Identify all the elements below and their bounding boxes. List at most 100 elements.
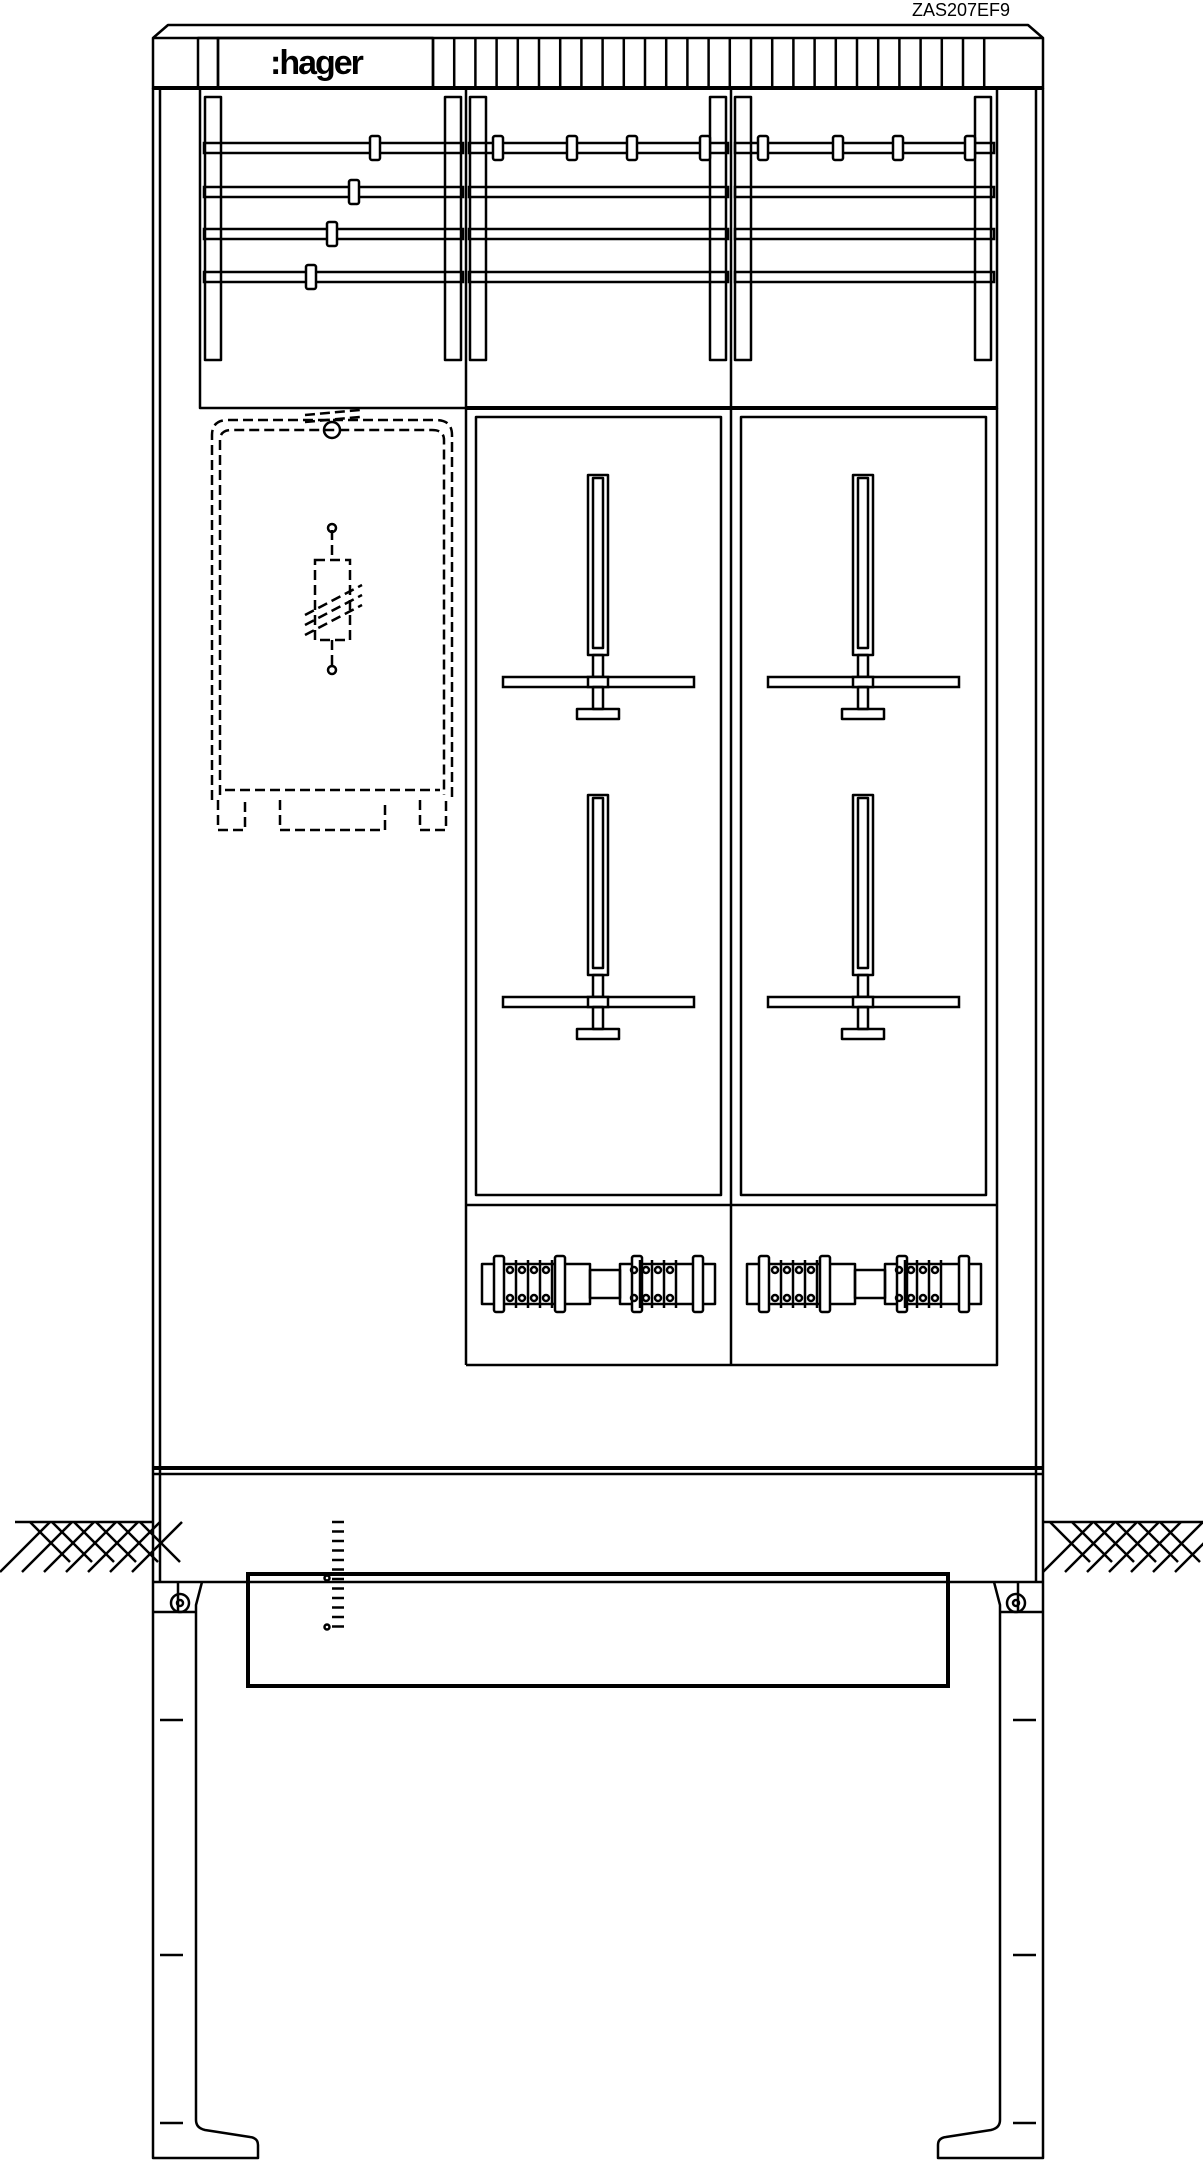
terminal-screw-icon: [629, 1265, 639, 1275]
hatch-line: [87, 1521, 139, 1573]
meter-hub: [586, 995, 610, 1009]
busbar-clamp: [963, 134, 977, 162]
meter-stem: [591, 685, 605, 711]
fuse-terminal-icon: [326, 522, 338, 534]
busbar-frame: [198, 88, 999, 410]
busbar-section: [198, 88, 999, 1365]
meter-stem: [856, 1005, 870, 1031]
hatch-line: [1071, 1521, 1113, 1563]
meter-hub: [586, 675, 610, 689]
module-inner: [218, 428, 446, 795]
hatch-line: [139, 1521, 181, 1563]
hatch-line: [1174, 1542, 1203, 1573]
busbar: [202, 141, 465, 155]
terminal-screw-icon: [906, 1265, 916, 1275]
article-number-label: ZAS207EF9: [912, 0, 1011, 20]
meter-rail-inner: [591, 476, 605, 650]
terminal-end-clamp: [553, 1254, 567, 1314]
meter-stem: [856, 653, 870, 679]
hatch-line: [1049, 1521, 1091, 1563]
hatch-line: [1064, 1521, 1116, 1573]
busbar: [733, 227, 996, 241]
terminal-section: [466, 408, 999, 1367]
hatch-line: [1086, 1521, 1138, 1573]
module-outline: [210, 418, 454, 800]
terminal-screw-icon: [806, 1265, 816, 1275]
terminal-screw-icon: [906, 1293, 916, 1303]
meter-foot: [575, 707, 621, 721]
meter-rail: [586, 473, 610, 657]
terminal-screw-icon: [794, 1293, 804, 1303]
hatch-line: [109, 1521, 161, 1573]
terminal-screw-icon: [930, 1265, 940, 1275]
hatch-line: [21, 1521, 73, 1573]
busbar-clamp: [491, 134, 505, 162]
hatch-line: [131, 1521, 183, 1573]
terminal-screw-icon: [770, 1265, 780, 1275]
terminal-screw-icon: [641, 1265, 651, 1275]
terminal-screw-icon: [517, 1293, 527, 1303]
cap-ribs: [431, 38, 986, 88]
terminal-end-clamp: [818, 1254, 832, 1314]
meter-stem: [591, 653, 605, 679]
hatch-line: [117, 1521, 159, 1563]
hatch-line: [65, 1521, 117, 1573]
terminal-end-clamp: [757, 1254, 771, 1314]
left-leg: [151, 1581, 260, 2160]
meter-stem: [591, 973, 605, 999]
busbar-clamp: [625, 134, 639, 162]
terminal-screw-icon: [629, 1293, 639, 1303]
terminal-screw-icon: [782, 1265, 792, 1275]
busbar-post: [708, 95, 728, 362]
main-fuse-module: [210, 408, 454, 832]
meter-rail-inner: [856, 476, 870, 650]
meter-stem: [591, 1005, 605, 1031]
terminal-screw-icon: [782, 1293, 792, 1303]
terminal-screw-icon: [794, 1265, 804, 1275]
terminal-screw-icon: [894, 1265, 904, 1275]
hatch-line: [73, 1521, 115, 1563]
terminal-end-clamp: [957, 1254, 971, 1314]
fuse-terminal-icon: [326, 664, 338, 676]
hatch-line: [0, 1521, 51, 1573]
busbar-clamp: [565, 134, 579, 162]
terminal-screw-icon: [918, 1293, 928, 1303]
meter-panels: [474, 415, 988, 1197]
busbar: [202, 185, 465, 199]
meter-stem: [856, 685, 870, 711]
terminal-screw-icon: [806, 1293, 816, 1303]
busbar-clamp: [698, 134, 712, 162]
bridge-bar: [853, 1268, 887, 1300]
terminal-screw-icon: [653, 1265, 663, 1275]
scale-dot: [323, 1574, 331, 1582]
meter-foot: [575, 1027, 621, 1041]
terminal-screw-icon: [529, 1293, 539, 1303]
terminal-screw-icon: [665, 1265, 675, 1275]
hatch-line: [1130, 1521, 1182, 1573]
cabinet-body: [151, 88, 1045, 1584]
terminal-screw-icon: [505, 1293, 515, 1303]
terminal-screw-icon: [529, 1265, 539, 1275]
leg-marks: [160, 1718, 1036, 2125]
module-feet: [216, 800, 448, 832]
hatch-line: [95, 1521, 137, 1563]
terminal-screw-icon: [517, 1265, 527, 1275]
cable-entry-plate: [246, 1572, 950, 1688]
hatch-line: [1108, 1521, 1160, 1573]
hatch-line: [1093, 1521, 1135, 1563]
busbar: [733, 141, 996, 155]
busbar-clamp: [756, 134, 770, 162]
base-section: [0, 1520, 1203, 2160]
module-eye-icon: [322, 420, 342, 440]
meter-rail: [586, 793, 610, 977]
terminal-screw-icon: [770, 1293, 780, 1303]
depth-scale: [323, 1520, 344, 1631]
terminal-screw-icon: [541, 1265, 551, 1275]
terminal-screw-icon: [505, 1265, 515, 1275]
screw-icon: [169, 1592, 191, 1614]
meter-stem: [856, 973, 870, 999]
screw-icon: [1005, 1592, 1027, 1614]
meter-hub: [851, 675, 875, 689]
terminal-end-clamp: [492, 1254, 506, 1314]
ground-hatching: [0, 1521, 1203, 1573]
